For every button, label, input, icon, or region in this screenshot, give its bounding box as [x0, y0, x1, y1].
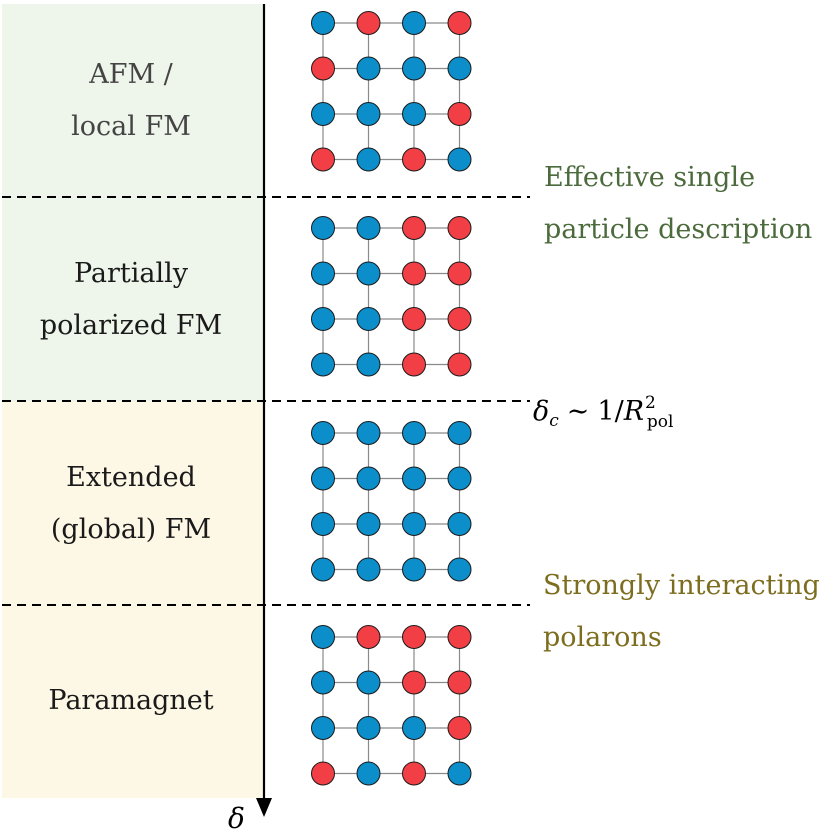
- spin-up-site: [311, 716, 335, 740]
- spin-up-site: [356, 466, 381, 491]
- spin-up-site: [311, 261, 335, 286]
- spin-up-site: [311, 557, 335, 582]
- spin-up-site: [356, 56, 381, 81]
- phase-label-1-line-2: local FM: [71, 111, 191, 142]
- phase-label-4-line-1: Paramagnet: [48, 685, 213, 716]
- spin-up-site: [311, 421, 335, 445]
- spin-down-site: [402, 625, 426, 649]
- spin-up-site: [402, 102, 426, 126]
- note-strongly-interacting-line1: Strongly interacting: [543, 570, 820, 601]
- spin-down-site: [447, 307, 472, 331]
- spin-up-site: [356, 216, 381, 240]
- spin-down-site: [356, 625, 381, 649]
- spin-up-site: [447, 512, 472, 536]
- spin-down-site: [356, 11, 381, 35]
- phase-band-1: [2, 4, 264, 197]
- spin-up-site: [311, 512, 335, 536]
- spin-up-site: [447, 147, 472, 172]
- phase-band-2: [2, 197, 264, 401]
- spin-up-site: [447, 557, 472, 582]
- spin-up-site: [311, 11, 335, 35]
- spin-down-site: [402, 147, 426, 172]
- spin-up-site: [356, 307, 381, 331]
- phase-band-3: [2, 401, 264, 605]
- spin-up-site: [311, 625, 335, 649]
- spin-up-site: [356, 670, 381, 695]
- spin-up-site: [356, 761, 381, 786]
- phase-label-2-line-1: Partially: [74, 258, 189, 289]
- spin-up-site: [356, 261, 381, 286]
- phase-labels: AFM / local FM Partially polarized FM Extend…: [40, 59, 222, 716]
- spin-up-site: [402, 512, 426, 536]
- spin-up-site: [402, 466, 426, 491]
- spin-up-site: [402, 421, 426, 445]
- lattice-4: [311, 625, 472, 786]
- spin-up-site: [447, 421, 472, 445]
- spin-up-site: [402, 56, 426, 81]
- lattice-2: [311, 216, 472, 377]
- spin-down-site: [447, 11, 472, 35]
- spin-down-site: [402, 216, 426, 240]
- phase-boundaries: [2, 196, 530, 606]
- spin-up-site: [356, 557, 381, 582]
- spin-up-site: [356, 102, 381, 126]
- spin-up-site: [447, 761, 472, 786]
- spin-up-site: [311, 307, 335, 331]
- spin-up-site: [402, 716, 426, 740]
- spin-lattices: [311, 11, 472, 786]
- lattice-3: [311, 421, 472, 582]
- spin-down-site: [447, 261, 472, 286]
- spin-up-site: [402, 557, 426, 582]
- spin-down-site: [402, 261, 426, 286]
- side-notes: Effective single particle description δc…: [533, 162, 820, 653]
- axis-label: δ: [228, 802, 245, 835]
- spin-up-site: [447, 466, 472, 491]
- note-single-particle-line1: Effective single: [544, 162, 755, 193]
- spin-down-site: [311, 761, 335, 786]
- note-strongly-interacting-line2: polarons: [543, 622, 662, 653]
- spin-up-site: [311, 352, 335, 377]
- spin-down-site: [447, 102, 472, 126]
- phase-bands: [2, 4, 264, 798]
- spin-down-site: [311, 147, 335, 172]
- spin-up-site: [311, 466, 335, 491]
- phase-band-4: [2, 605, 264, 798]
- spin-down-site: [447, 625, 472, 649]
- spin-down-site: [402, 761, 426, 786]
- phase-label-1-line-1: AFM /: [88, 59, 173, 90]
- spin-up-site: [356, 512, 381, 536]
- spin-up-site: [356, 147, 381, 172]
- delta-axis: δ: [228, 4, 272, 835]
- spin-up-site: [311, 216, 335, 240]
- spin-up-site: [311, 102, 335, 126]
- axis-arrow-icon: [256, 798, 272, 817]
- spin-down-site: [447, 670, 472, 695]
- phase-label-2-line-2: polarized FM: [40, 310, 222, 341]
- lattice-1: [311, 11, 472, 172]
- spin-down-site: [402, 670, 426, 695]
- spin-down-site: [402, 352, 426, 377]
- spin-down-site: [447, 716, 472, 740]
- spin-up-site: [402, 11, 426, 35]
- spin-down-site: [311, 56, 335, 81]
- spin-down-site: [447, 352, 472, 377]
- note-single-particle-line2: particle description: [544, 214, 812, 245]
- spin-up-site: [356, 421, 381, 445]
- spin-up-site: [311, 670, 335, 695]
- phase-label-3-line-1: Extended: [66, 462, 196, 493]
- spin-up-site: [356, 716, 381, 740]
- spin-down-site: [447, 216, 472, 240]
- spin-down-site: [402, 307, 426, 331]
- spin-up-site: [356, 352, 381, 377]
- phase-label-3-line-2: (global) FM: [51, 514, 211, 545]
- spin-up-site: [447, 56, 472, 81]
